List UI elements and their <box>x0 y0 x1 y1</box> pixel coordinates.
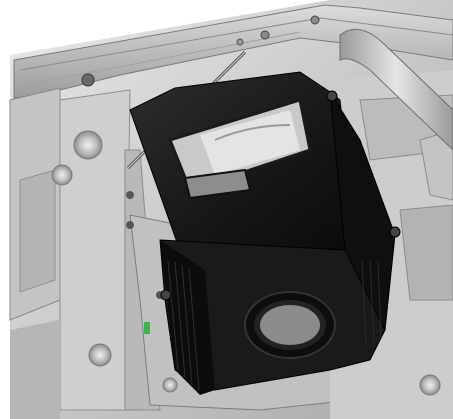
bolt-icon <box>160 289 172 301</box>
bolt-icon <box>81 73 95 87</box>
bolt-icon <box>310 15 320 25</box>
bolt-icon <box>326 90 338 102</box>
hole-icon <box>419 374 441 396</box>
coolant-hose <box>339 28 453 151</box>
bolt-icon <box>126 191 134 199</box>
hole-icon <box>88 343 112 367</box>
ground-strap-marker <box>144 322 150 334</box>
bolt-icon <box>389 226 401 238</box>
hole-icon <box>73 130 103 160</box>
bolt-icon <box>126 221 134 229</box>
fastener-group <box>51 15 441 396</box>
air-filter-housing <box>129 71 401 395</box>
bolt-icon <box>236 38 244 46</box>
hole-icon <box>162 377 178 393</box>
hole-icon <box>51 164 73 186</box>
bolt-icon <box>260 30 270 40</box>
